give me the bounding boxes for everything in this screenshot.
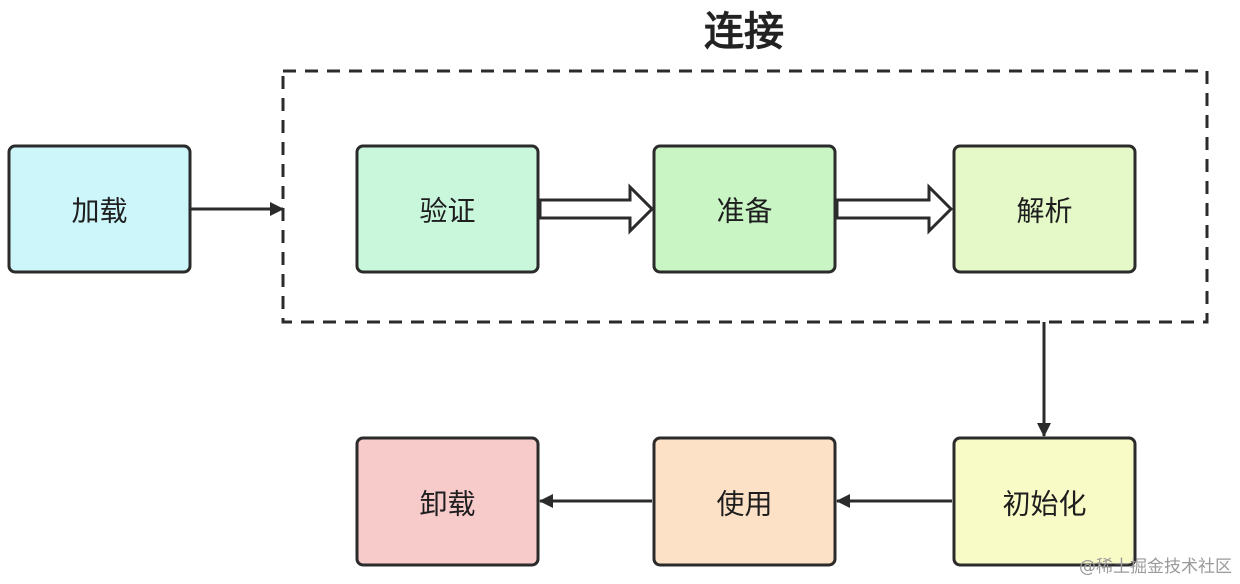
node-verify-label: 验证 (419, 195, 475, 228)
hollow-arrow-verify-to-prepare (538, 183, 655, 235)
node-initialize-box (952, 436, 1137, 567)
group-title: 连接 (704, 9, 784, 55)
node-verify-box (355, 144, 540, 274)
hollow-arrow-prepare-to-resolve (835, 183, 954, 235)
node-load-label: 加载 (71, 195, 127, 228)
node-load: 加载 (7, 144, 192, 274)
node-use-label: 使用 (716, 488, 772, 521)
node-resolve-box (952, 144, 1137, 274)
node-unload-box (355, 436, 540, 567)
node-initialize: 初始化 (952, 436, 1137, 567)
node-prepare-label: 准备 (716, 195, 772, 228)
node-use-box (652, 436, 837, 567)
node-initialize-label: 初始化 (1002, 488, 1086, 521)
node-verify: 验证 (355, 144, 540, 274)
node-prepare: 准备 (652, 144, 837, 274)
node-unload-label: 卸载 (419, 488, 475, 521)
node-use: 使用 (652, 436, 837, 567)
linking-group-boundary (281, 69, 1209, 324)
node-load-box (7, 144, 192, 274)
node-resolve: 解析 (952, 144, 1137, 274)
watermark: @稀土掘金技术社区 (1079, 557, 1232, 577)
node-resolve-label: 解析 (1016, 195, 1072, 228)
node-unload: 卸载 (355, 436, 540, 567)
